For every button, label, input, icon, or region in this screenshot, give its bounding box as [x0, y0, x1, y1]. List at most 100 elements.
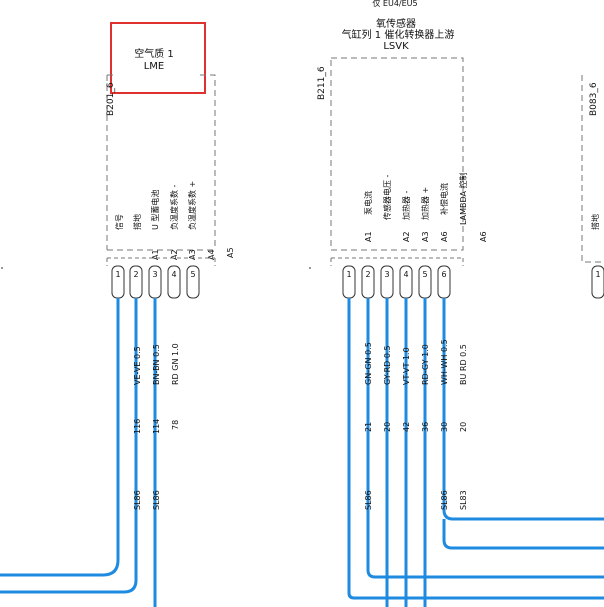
svg-text:U 型蓄电池: U 型蓄电池 — [150, 190, 160, 230]
svg-text:2: 2 — [133, 270, 138, 279]
svg-text:20: 20 — [459, 422, 468, 432]
svg-text:A1: A1 — [364, 231, 373, 242]
pin-id: A6 — [440, 231, 449, 242]
svg-text:WH-WH 0.5: WH-WH 0.5 — [440, 339, 449, 385]
circuit-number: 36 — [421, 422, 430, 432]
svg-text:A2: A2 — [170, 249, 179, 260]
svg-text:2: 2 — [365, 270, 370, 279]
signal-label: U 型蓄电池 — [150, 190, 160, 230]
svg-text:3: 3 — [384, 270, 389, 279]
pin-2[interactable]: 2 — [129, 265, 143, 299]
svg-text:GY-RD 0.5: GY-RD 0.5 — [383, 345, 392, 385]
pin-4[interactable]: 4 — [167, 265, 181, 299]
svg-text:A2: A2 — [402, 231, 411, 242]
pin-1[interactable]: 1 — [591, 265, 604, 299]
circuit-number: 116 — [133, 419, 142, 434]
connector-shell — [106, 257, 216, 266]
svg-text:78: 78 — [171, 420, 180, 430]
pin-id: A2 — [402, 231, 411, 242]
connector-shell — [330, 257, 464, 266]
pin-id: A3 — [421, 231, 430, 242]
pin-4[interactable]: 4 — [399, 265, 413, 299]
svg-text:GN-GN 0.5: GN-GN 0.5 — [364, 342, 373, 385]
wire-code: BU RD 0.5 — [459, 344, 468, 385]
pin-2[interactable]: 2 — [361, 265, 375, 299]
svg-text:RD GN 1.0: RD GN 1.0 — [171, 343, 180, 385]
svg-text:B083_6: B083_6 — [589, 82, 599, 116]
svg-text:负温度系数 +: 负温度系数 + — [187, 181, 197, 230]
pin-id: A1 — [364, 231, 373, 242]
component-id: B201_6 — [106, 82, 116, 116]
pin-id: A1 — [151, 249, 160, 260]
svg-text:6: 6 — [441, 270, 446, 279]
svg-text:1: 1 — [346, 270, 351, 279]
svg-text:36: 36 — [421, 422, 430, 432]
pin-5[interactable]: 5 — [418, 265, 432, 299]
top-note: 仅 EU4/EU5 — [372, 0, 417, 8]
component-b083-6[interactable]: B083_6 搭地 1 — [581, 75, 604, 299]
svg-text:B201_6: B201_6 — [106, 82, 116, 116]
highlight-box — [110, 22, 206, 94]
pin-3[interactable]: 3 — [148, 265, 162, 299]
wire-group-b211 — [347, 298, 604, 607]
svg-text:3: 3 — [152, 270, 157, 279]
splice-label: SL86 — [133, 490, 142, 510]
svg-text:A5: A5 — [226, 247, 235, 258]
signal-label: 搭地 — [132, 214, 142, 230]
signal-label: 补偿电流 — [439, 183, 449, 215]
svg-text:1: 1 — [595, 270, 600, 279]
component-id: B083_6 — [589, 82, 599, 116]
wire — [366, 298, 604, 579]
svg-text:4: 4 — [171, 270, 176, 279]
splice-label: SL86 — [364, 490, 373, 510]
component-b201-6[interactable]: 空气质 1 LME B201_6 信号 搭地 U 型蓄电池 负温度系数 - 负温… — [106, 22, 235, 299]
circuit-number: 78 — [171, 420, 180, 430]
wire — [0, 298, 138, 594]
svg-text:A3: A3 — [188, 249, 197, 260]
splice-label: SL83 — [459, 490, 468, 510]
pin-1[interactable]: 1 — [111, 265, 125, 299]
circuit-number: 42 — [402, 422, 411, 432]
group-id: A6 — [479, 231, 488, 242]
svg-text:传感器电压 -: 传感器电压 - — [382, 174, 392, 220]
pin-3[interactable]: 3 — [380, 265, 394, 299]
svg-text:VT-VT 1.0: VT-VT 1.0 — [402, 347, 411, 385]
svg-text:VE-VE 0.5: VE-VE 0.5 — [133, 346, 142, 385]
component-title-line2: 气缸列 1 催化转换器上游 — [342, 28, 455, 41]
svg-text:1: 1 — [115, 270, 120, 279]
splice-label: SL86 — [440, 490, 449, 510]
svg-text:A6: A6 — [479, 231, 488, 242]
svg-text:补偿电流: 补偿电流 — [439, 183, 449, 215]
component-b211-6[interactable]: 氧传感器 气缸列 1 催化转换器上游 LSVK B211_6 泵电流 传感器电压… — [317, 17, 488, 299]
pin-5[interactable]: 5 — [186, 265, 200, 299]
component-subtitle: LME — [144, 61, 165, 72]
svg-text:114: 114 — [152, 419, 161, 434]
signal-label: 负温度系数 + — [187, 181, 197, 230]
wire — [442, 298, 604, 521]
svg-text:5: 5 — [422, 270, 427, 279]
edge-dot — [1, 267, 3, 269]
svg-text:42: 42 — [402, 422, 411, 432]
svg-text:4: 4 — [403, 270, 408, 279]
svg-text:泵电流: 泵电流 — [363, 191, 373, 215]
signal-label: 搭地 — [590, 214, 600, 230]
circuit-number: 21 — [364, 422, 373, 432]
wire-group-b201 — [0, 298, 157, 607]
wire-code: BN-BN 0.5 — [152, 344, 161, 385]
svg-text:BN-BN 0.5: BN-BN 0.5 — [152, 344, 161, 385]
group-id: A5 — [226, 247, 235, 258]
component-outline — [330, 57, 464, 251]
circuit-number: 20 — [459, 422, 468, 432]
signal-label: 加热器 + — [420, 187, 430, 220]
pin-6[interactable]: 6 — [437, 265, 451, 299]
wire-code: GN-GN 0.5 — [364, 342, 373, 385]
wire-code: GY-RD 0.5 — [383, 345, 392, 385]
component-title: 空气质 1 — [134, 47, 174, 60]
svg-text:SL83: SL83 — [459, 490, 468, 510]
signal-label: 泵电流 — [363, 191, 373, 215]
component-subtitle: LSVK — [383, 41, 409, 52]
pin-1[interactable]: 1 — [342, 265, 356, 299]
svg-text:信号: 信号 — [114, 214, 124, 230]
pin-id: A3 — [188, 249, 197, 260]
